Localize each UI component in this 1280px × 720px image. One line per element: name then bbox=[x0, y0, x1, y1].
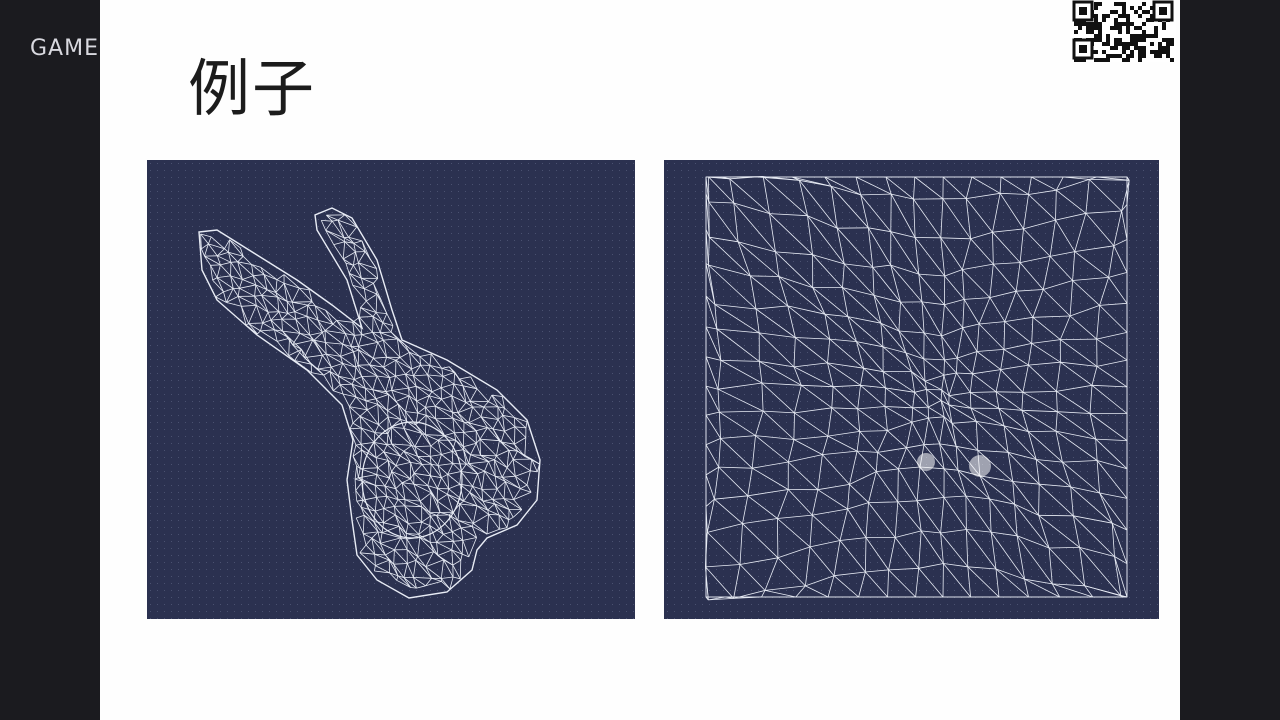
flattened-mesh-image bbox=[667, 163, 1158, 619]
bunny-wireframe-image bbox=[150, 163, 634, 619]
slide-title: 例子 bbox=[188, 52, 317, 125]
bunny-mesh-panel bbox=[147, 160, 635, 619]
left-letterbox bbox=[0, 0, 100, 720]
parameterization-mesh-panel bbox=[664, 160, 1159, 619]
right-letterbox bbox=[1180, 0, 1280, 720]
presentation-slide: 例子 bbox=[100, 0, 1180, 720]
channel-watermark: GAME bbox=[30, 36, 99, 61]
qr-code-image bbox=[1072, 0, 1176, 62]
